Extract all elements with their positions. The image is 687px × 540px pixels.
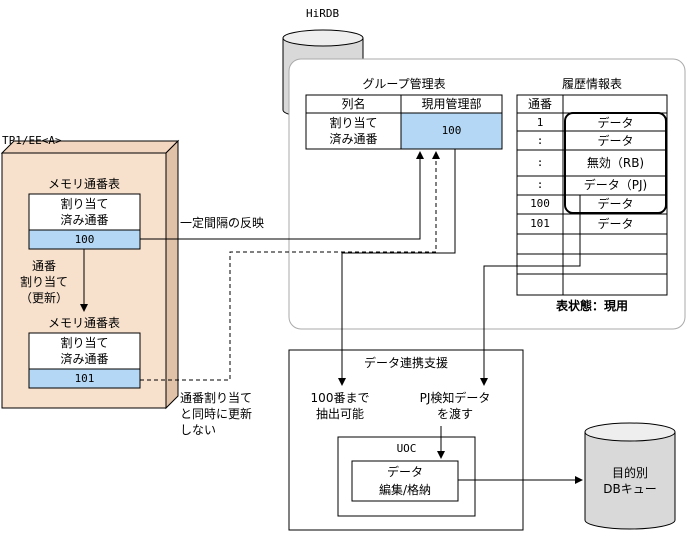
target-db-label-2: DBキュー [603, 482, 657, 496]
extract-label-1: 100番まで [310, 391, 370, 405]
history-row-data: データ [597, 217, 634, 231]
pj-pass-arrow [480, 195, 581, 386]
history-table-col-no: 通番 [527, 97, 552, 111]
group-management-table [305, 94, 503, 150]
memory-table-2 [28, 332, 141, 389]
group-table-title: グループ管理表 [362, 77, 446, 91]
uoc-label: UOC [396, 442, 417, 455]
history-row-no: 1 [536, 116, 544, 129]
memory-table-1-label-1: 割り当て [60, 197, 109, 211]
memory-table-2-value: 101 [74, 372, 95, 385]
pj-pass-label-1: PJ検知データ [419, 391, 491, 405]
integration-title: データ連携支援 [363, 356, 448, 370]
memory-table-2-title: メモリ通番表 [47, 316, 120, 330]
history-row-no: : [536, 134, 544, 147]
group-table-col-name: 列名 [341, 97, 366, 111]
memory-table-1-title: メモリ通番表 [47, 177, 120, 191]
not-updated-label-2: と同時に更新 [180, 407, 253, 421]
memory-table-1 [28, 193, 141, 250]
history-row-no: : [536, 156, 544, 169]
hirdb-label: HiRDB [306, 7, 340, 20]
pj-pass-label-2: を渡す [436, 407, 473, 421]
hirdb-panel [288, 58, 686, 330]
history-row-data: データ（PJ) [583, 178, 648, 192]
group-table-row-value: 100 [441, 124, 462, 137]
memory-table-2-label-1: 割り当て [60, 336, 109, 350]
history-row-data: データ [597, 197, 634, 211]
periodic-reflection-label: 一定間隔の反映 [180, 216, 265, 230]
tp1-label: TP1/EE<A> [2, 134, 62, 147]
history-table-title: 履歴情報表 [561, 77, 622, 91]
assign-note-3: （更新） [19, 291, 68, 305]
extract-arrow [338, 149, 456, 386]
history-row-data: データ [597, 116, 634, 130]
history-table-status: 表状態：現用 [555, 299, 628, 313]
extract-label-2: 抽出可能 [315, 407, 364, 421]
assign-note-2: 割り当て [19, 275, 68, 289]
periodic-reflection-arrow [140, 151, 424, 240]
target-db-cylinder [584, 422, 676, 530]
history-row-no: 101 [530, 217, 550, 230]
history-row-data: データ [597, 134, 634, 148]
history-row-no: : [536, 178, 544, 191]
memory-table-1-label-2: 済み通番 [60, 213, 109, 227]
memory-table-1-value: 100 [74, 233, 95, 246]
history-info-table [516, 94, 668, 296]
uoc-inner-box [351, 460, 459, 502]
uoc-box-label-1: データ [386, 465, 423, 479]
not-updated-label-3: しない [180, 423, 217, 437]
group-table-col-current: 現用管理部 [421, 97, 482, 111]
memory-table-2-label-2: 済み通番 [60, 352, 109, 366]
uoc-box-label-2: 編集/格納 [378, 483, 432, 497]
history-row-no: 100 [530, 197, 550, 210]
group-table-row-label-1: 割り当て [329, 116, 378, 130]
group-table-row-label-2: 済み通番 [329, 132, 378, 146]
not-updated-dashed-arrow [140, 151, 440, 381]
history-row-data: 無効（RB) [586, 156, 645, 170]
target-db-label-1: 目的別 [611, 466, 648, 480]
assign-note-1: 通番 [31, 259, 56, 273]
not-updated-label-1: 通番割り当て [180, 391, 253, 405]
